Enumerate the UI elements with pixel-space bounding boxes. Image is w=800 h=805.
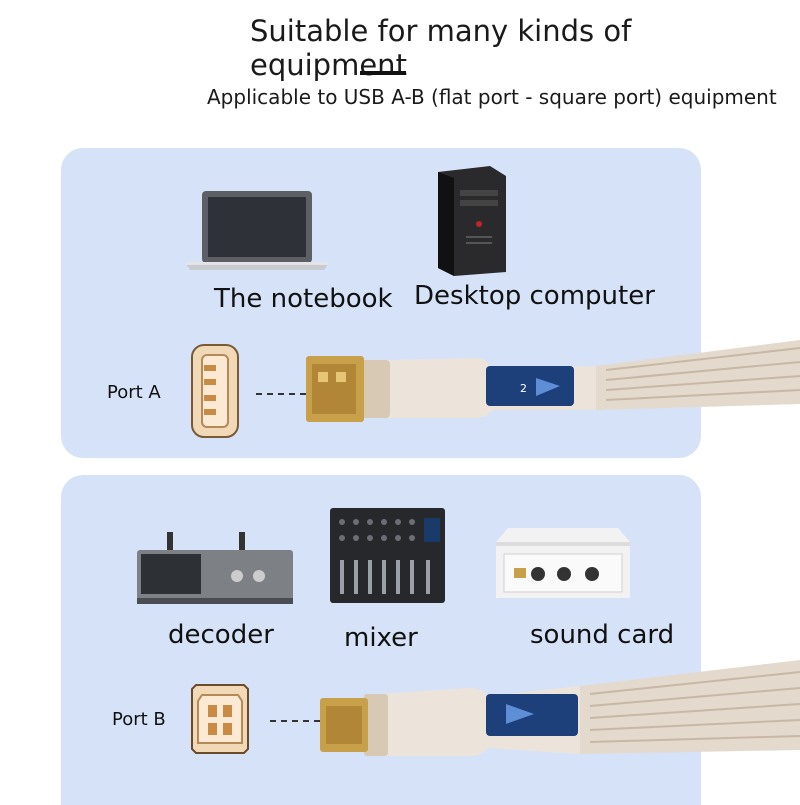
title-divider <box>360 71 406 75</box>
port-a-label: Port A <box>107 382 161 403</box>
page-subtitle: Applicable to USB A-B (flat port - squar… <box>207 85 777 109</box>
port-a-connector-line <box>256 393 306 395</box>
device-label-mixer: mixer <box>344 623 418 653</box>
usb-a-port-icon <box>191 344 239 438</box>
cable-sleeve-text: 2 <box>520 382 527 395</box>
port-b-label: Port B <box>112 709 166 730</box>
device-label-notebook: The notebook <box>214 284 393 314</box>
decoder-icon <box>137 532 293 604</box>
usb-b-port-icon <box>191 684 249 754</box>
mixer-icon <box>330 508 445 603</box>
device-label-decoder: decoder <box>168 620 274 650</box>
page-title: Suitable for many kinds of equipment <box>250 14 632 82</box>
usb-b-cable <box>320 660 800 756</box>
port-b-connector-line <box>270 720 320 722</box>
laptop-icon <box>186 191 328 270</box>
usb-a-cable: 2 <box>306 340 800 422</box>
device-label-sound-card: sound card <box>530 620 675 650</box>
desktop-tower-icon <box>438 166 506 276</box>
sound-card-icon <box>496 528 630 598</box>
device-label-desktop: Desktop computer <box>414 281 655 311</box>
